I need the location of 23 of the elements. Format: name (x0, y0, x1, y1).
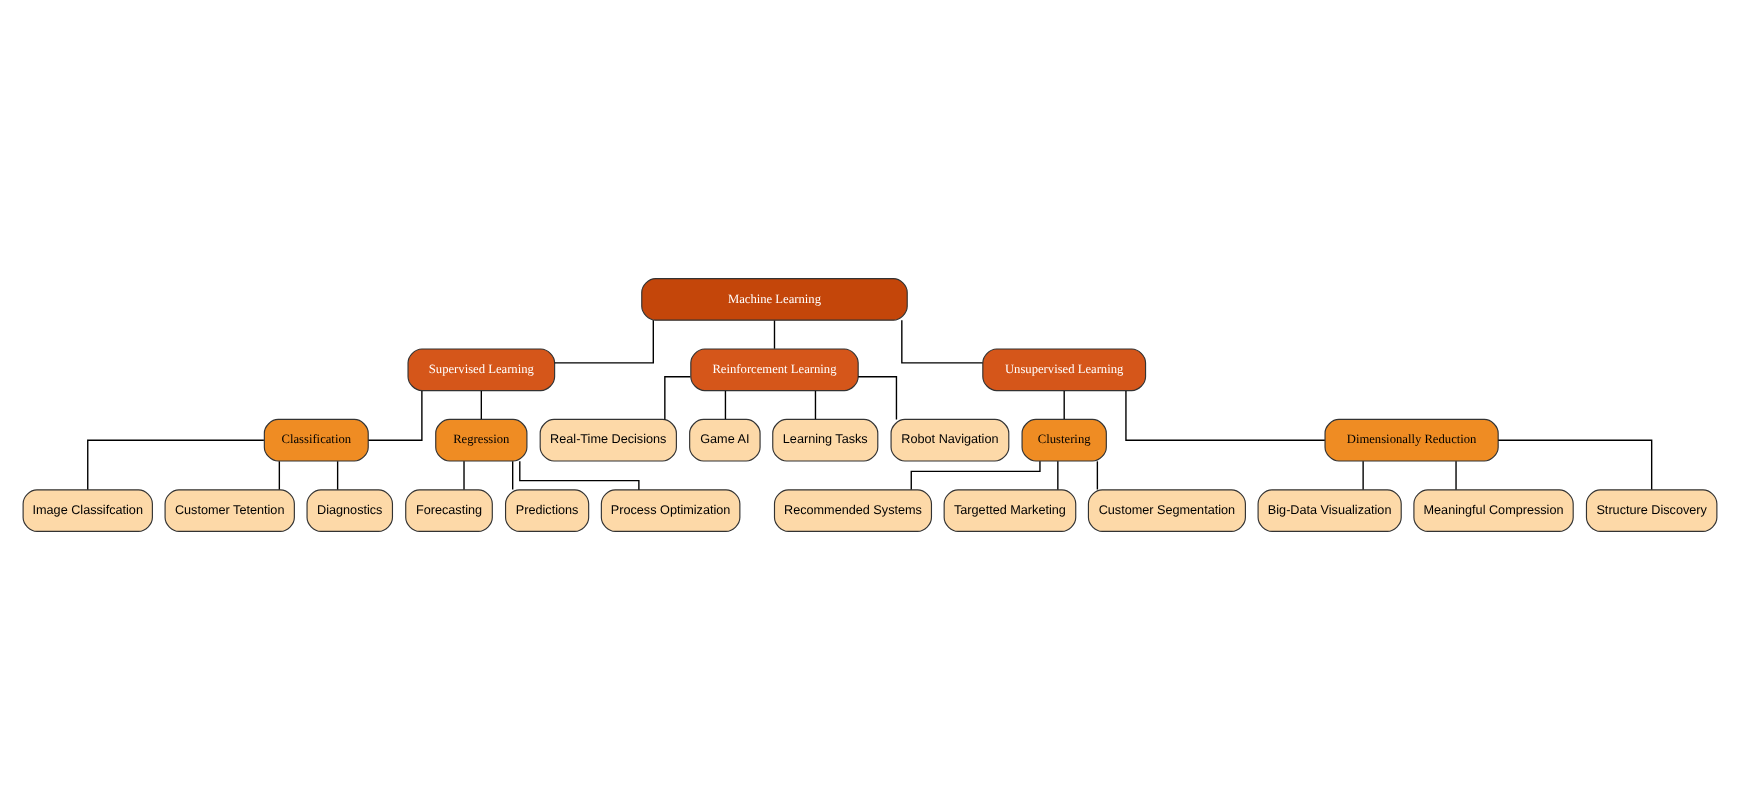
connector (1497, 438, 1653, 490)
connector (664, 375, 691, 420)
connector (1362, 459, 1364, 490)
connector (480, 389, 483, 419)
connector (367, 389, 423, 440)
connector (512, 459, 514, 490)
connector (814, 389, 817, 419)
connector (1063, 389, 1065, 419)
connector (463, 459, 465, 490)
connector (724, 389, 727, 419)
connector (519, 459, 640, 490)
connector (773, 318, 776, 349)
connector (1057, 459, 1059, 490)
connector (1096, 459, 1099, 490)
connector (1125, 389, 1326, 440)
connector (336, 459, 339, 490)
connector (554, 318, 654, 363)
connector (901, 318, 984, 363)
connector (857, 375, 898, 420)
connector (87, 438, 265, 490)
connector (278, 459, 281, 490)
connector (1455, 459, 1457, 490)
connector (910, 459, 1041, 490)
